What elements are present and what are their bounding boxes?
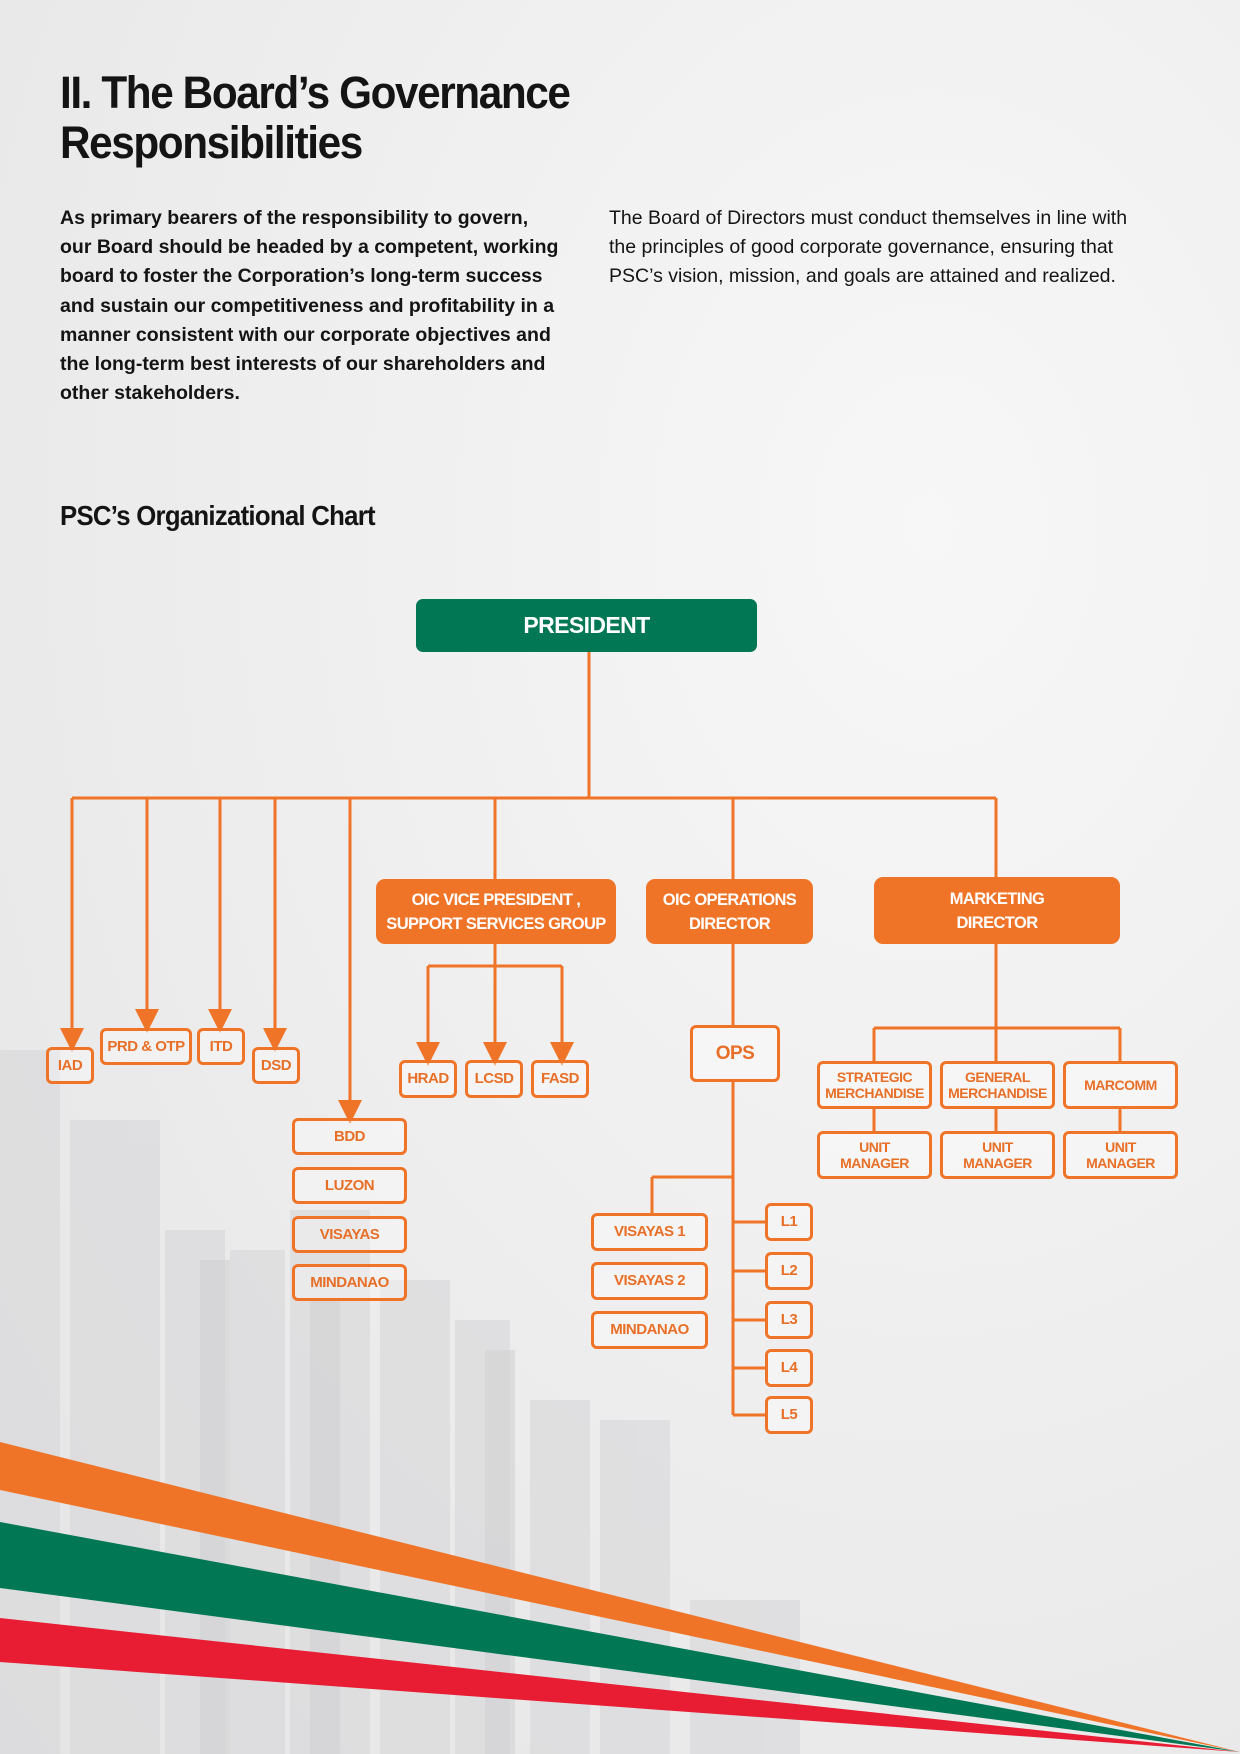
region-visayas-1: VISAYAS 1 [591, 1213, 708, 1251]
dept-label-line1: GENERAL [965, 1069, 1030, 1085]
level-l3: L3 [765, 1301, 813, 1339]
unit-manager-line1: UNIT [982, 1139, 1013, 1155]
marketing-label-line2: DIRECTOR [956, 913, 1038, 932]
intro-left-paragraph: As primary bearers of the responsibility… [60, 207, 559, 405]
unit-manager-line1: UNIT [1105, 1139, 1136, 1155]
vp-support-label-line1: OIC VICE PRESIDENT , [411, 890, 581, 909]
unit-visayas: VISAYAS [292, 1216, 407, 1253]
operations-label-line2: DIRECTOR [688, 914, 771, 933]
unit-manager-line1: UNIT [859, 1139, 890, 1155]
unit-prd-otp: PRD & OTP [100, 1028, 192, 1065]
red-stripe [0, 1618, 1240, 1752]
unit-bdd: BDD [292, 1118, 407, 1155]
unit-manager-line2: MANAGER [963, 1155, 1032, 1171]
unit-mindanao: MINDANAO [292, 1264, 407, 1301]
level-l4: L4 [765, 1349, 813, 1387]
green-stripe [0, 1522, 1240, 1752]
dept-label-line1: STRATEGIC [836, 1069, 913, 1085]
unit-iad: IAD [46, 1047, 94, 1084]
president-box: PRESIDENT [416, 599, 757, 652]
unit-fasd: FASD [531, 1060, 589, 1098]
dept-label-line2: MERCHANDISE [825, 1085, 924, 1101]
dept-label-line2: MERCHANDISE [948, 1085, 1047, 1101]
dept-label-line1: MARCOMM [1084, 1077, 1157, 1093]
vp-support-services-box: OIC VICE PRESIDENT , SUPPORT SERVICES GRO… [376, 879, 616, 944]
unit-manager-line2: MANAGER [1086, 1155, 1155, 1171]
operations-director-box: OIC OPERATIONS DIRECTOR [646, 879, 813, 944]
unit-dsd: DSD [252, 1047, 300, 1084]
page-title: II. The Board’s Governance Responsibilit… [60, 68, 643, 168]
unit-itd: ITD [197, 1028, 245, 1065]
unit-hrad: HRAD [399, 1060, 457, 1098]
level-l2: L2 [765, 1252, 813, 1290]
marketing-label-line1: MARKETING [949, 889, 1045, 908]
level-l1: L1 [765, 1203, 813, 1241]
org-chart-title: PSC’s Organizational Chart [60, 500, 376, 531]
vp-support-label-line2: SUPPORT SERVICES GROUP [386, 914, 606, 933]
intro-right-paragraph: The Board of Directors must conduct them… [609, 207, 1128, 288]
operations-label-line1: OIC OPERATIONS [662, 890, 797, 909]
unit-ops: OPS [690, 1025, 780, 1082]
unit-manager-line2: MANAGER [840, 1155, 909, 1171]
level-l5: L5 [765, 1396, 813, 1434]
region-mindanao: MINDANAO [591, 1311, 708, 1349]
dept-marcomm: MARCOMM [1063, 1061, 1178, 1109]
page-title-line1: II. The Board’s Governance [60, 67, 571, 118]
orange-stripe [0, 1442, 1240, 1752]
page-title-line2: Responsibilities [60, 117, 363, 168]
marketing-director-box: MARKETING DIRECTOR [874, 877, 1120, 944]
region-visayas-2: VISAYAS 2 [591, 1262, 708, 1300]
unit-luzon: LUZON [292, 1167, 407, 1204]
unit-lcsd: LCSD [465, 1060, 523, 1098]
